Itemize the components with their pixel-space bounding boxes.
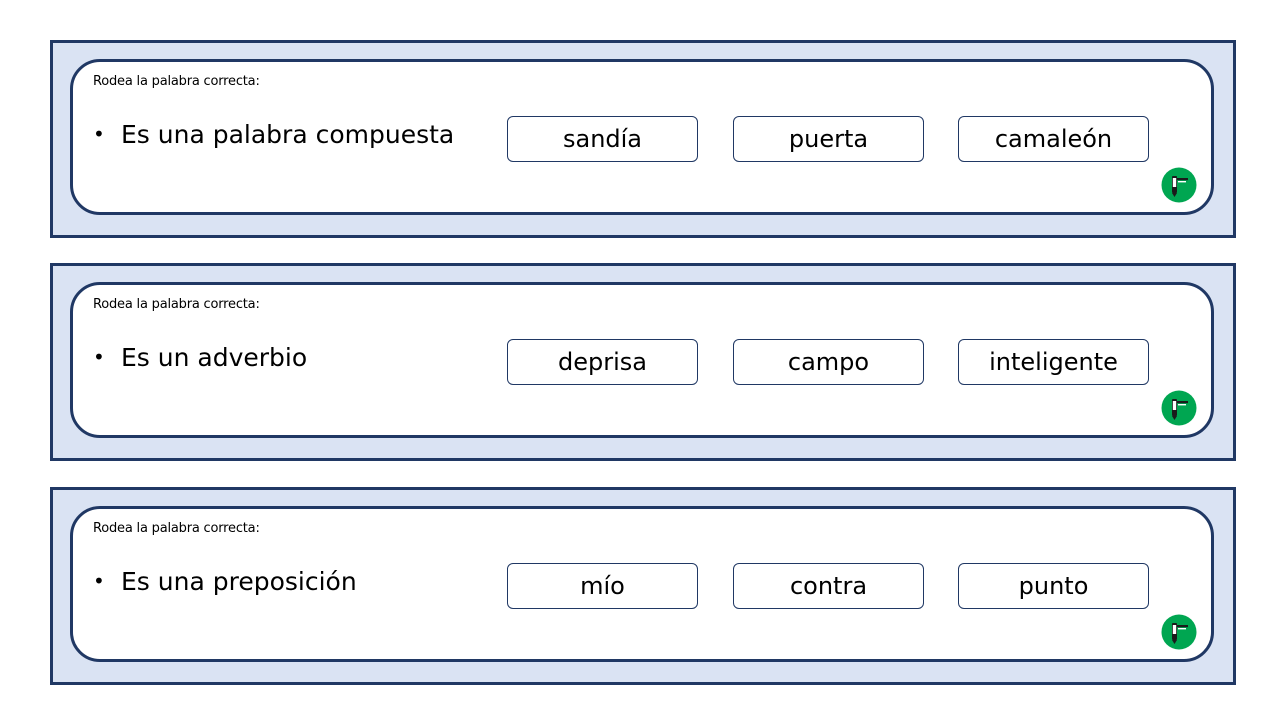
pencil-badge-icon (1161, 390, 1197, 426)
instruction-text: Rodea la palabra correcta: (93, 297, 260, 312)
exercise-card-2: Rodea la palabra correcta: • Es un adverb… (50, 263, 1236, 461)
question-text: Es una palabra compuesta (121, 120, 455, 149)
question: • Es una preposición (93, 567, 357, 596)
instruction-text: Rodea la palabra correcta: (93, 74, 260, 89)
option-1[interactable]: mío (507, 563, 698, 609)
question: • Es una palabra compuesta (93, 120, 454, 149)
option-3[interactable]: camaleón (958, 116, 1149, 162)
bullet: • (93, 122, 105, 146)
instruction-text: Rodea la palabra correcta: (93, 521, 260, 536)
exercise-card-inner: Rodea la palabra correcta: • Es un adverb… (70, 282, 1214, 438)
question-text: Es una preposición (121, 567, 357, 596)
exercise-card-1: Rodea la palabra correcta: • Es una palab… (50, 40, 1236, 238)
exercise-card-inner: Rodea la palabra correcta: • Es una prepo… (70, 506, 1214, 662)
exercise-card-inner: Rodea la palabra correcta: • Es una palab… (70, 59, 1214, 215)
option-2[interactable]: contra (733, 563, 924, 609)
option-3[interactable]: inteligente (958, 339, 1149, 385)
bullet: • (93, 569, 105, 593)
pencil-badge-icon (1161, 167, 1197, 203)
option-2[interactable]: puerta (733, 116, 924, 162)
option-2[interactable]: campo (733, 339, 924, 385)
question-text: Es un adverbio (121, 343, 308, 372)
bullet: • (93, 345, 105, 369)
option-3[interactable]: punto (958, 563, 1149, 609)
pencil-badge-icon (1161, 614, 1197, 650)
exercise-card-3: Rodea la palabra correcta: • Es una prepo… (50, 487, 1236, 685)
question: • Es un adverbio (93, 343, 307, 372)
option-1[interactable]: deprisa (507, 339, 698, 385)
option-1[interactable]: sandía (507, 116, 698, 162)
